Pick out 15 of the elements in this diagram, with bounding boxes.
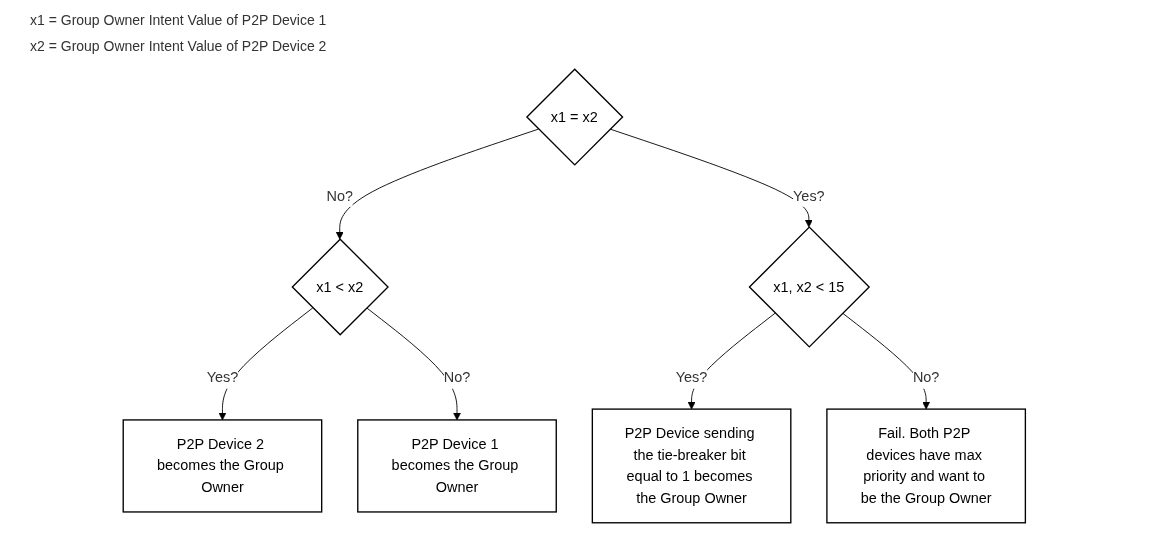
edge-label: Yes?	[675, 369, 708, 386]
node-diamond: x1, x2 < 15	[748, 226, 871, 348]
edge-label: No?	[443, 369, 471, 386]
node-box: P2P Device sending the tie-breaker bit equal to 1 becomes the Group Owner	[591, 408, 792, 524]
edge-label: No?	[913, 369, 940, 386]
node-box: Fail. Both P2P devices have max priority and want to be the Group Owner	[826, 408, 1027, 524]
node-box: P2P Device 1 becomes the Group Owner	[357, 419, 558, 513]
node-box: P2P Device 2 becomes the Group Owner	[122, 419, 323, 513]
definition-note: x1 = Group Owner Intent Value of P2P Device 1	[30, 12, 327, 28]
edge-label: Yes?	[206, 369, 239, 386]
definition-note: x2 = Group Owner Intent Value of P2P Device 2	[30, 38, 327, 54]
edge-label: No?	[326, 187, 354, 204]
edge-label: Yes?	[793, 187, 825, 204]
node-diamond: x1 < x2	[291, 238, 390, 336]
node-diamond: x1 = x2	[526, 68, 624, 166]
